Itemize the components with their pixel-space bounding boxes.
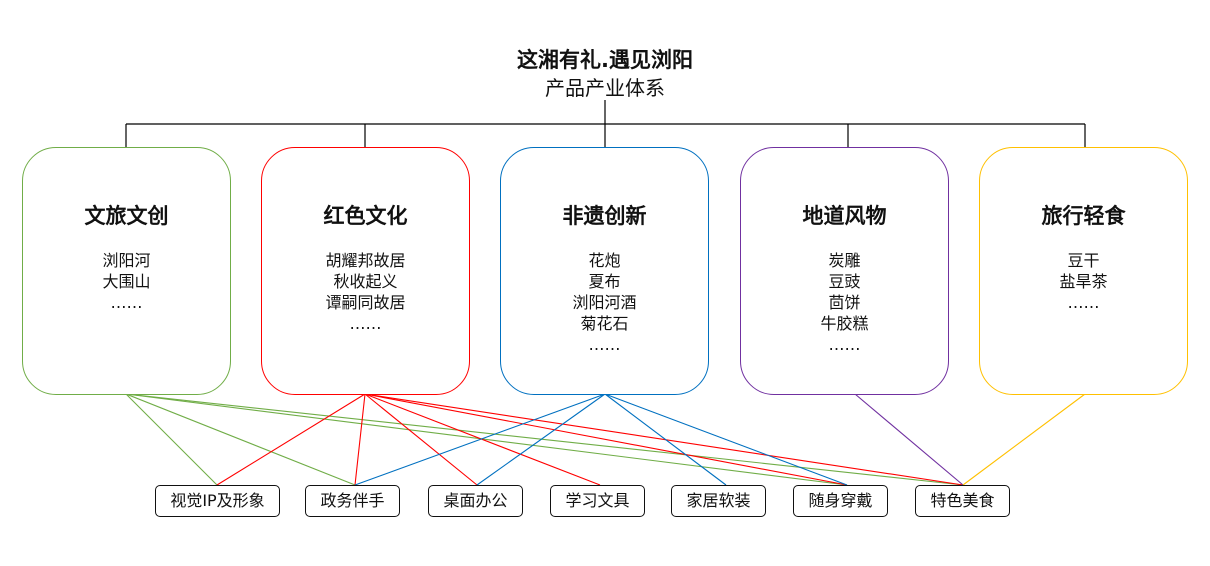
group-item: 牛胶糕: [820, 314, 869, 333]
link-line: [354, 393, 606, 486]
category-box: 特色美食: [915, 485, 1010, 517]
link-line: [364, 393, 964, 486]
category-box: 政务伴手: [305, 485, 400, 517]
link-line: [854, 393, 964, 486]
group-item: 夏布: [588, 272, 621, 291]
category-box: 随身穿戴: [793, 485, 888, 517]
diagram-subtitle: 产品产业体系: [545, 76, 665, 100]
group-item: ……: [110, 293, 143, 312]
group-box: 地道风物炭雕豆豉茴饼牛胶糕 ……: [740, 147, 949, 395]
group-box: 非遗创新花炮夏布浏阳河酒菊花石 ……: [500, 147, 709, 395]
group-item: 菊花石: [580, 314, 629, 333]
group-item: ……: [828, 335, 861, 354]
category-box: 家居软装: [671, 485, 766, 517]
group-item: 茴饼: [828, 293, 861, 312]
category-box: 视觉IP及形象: [155, 485, 280, 517]
group-title: 非遗创新: [562, 204, 647, 228]
link-line: [364, 393, 848, 486]
group-item: 盐旱茶: [1059, 272, 1108, 291]
link-line: [125, 393, 356, 486]
group-item: ……: [588, 335, 621, 354]
link-line: [364, 393, 601, 486]
category-box: 桌面办公: [428, 485, 523, 517]
link-line: [354, 393, 366, 486]
group-item: 豆干: [1067, 251, 1100, 270]
group-title: 红色文化: [323, 204, 408, 228]
link-line: [604, 393, 848, 486]
link-line: [476, 393, 606, 486]
group-item: 秋收起义: [333, 272, 398, 291]
diagram-title: 这湘有礼.遇见浏阳: [517, 48, 693, 72]
group-item: 浏阳河: [102, 251, 151, 270]
group-title: 旅行轻食: [1041, 204, 1126, 228]
group-item: 浏阳河酒: [572, 293, 637, 312]
category-box: 学习文具: [550, 485, 645, 517]
group-item: 豆豉: [828, 272, 861, 291]
link-line: [962, 393, 1086, 486]
group-box: 文旅文创浏阳河大围山 ……: [22, 147, 231, 395]
link-line: [125, 393, 218, 486]
group-box: 红色文化胡耀邦故居秋收起义谭嗣同故居 ……: [261, 147, 470, 395]
link-line: [125, 393, 848, 486]
group-title: 地道风物: [802, 204, 887, 228]
link-line: [216, 393, 366, 486]
group-item: ……: [1067, 293, 1100, 312]
group-item: 大围山: [102, 272, 151, 291]
group-title: 文旅文创: [84, 204, 169, 228]
link-line: [604, 393, 727, 486]
group-item: 炭雕: [828, 251, 861, 270]
link-line: [125, 393, 964, 486]
group-item: ……: [349, 314, 382, 333]
group-box: 旅行轻食豆干盐旱茶 ……: [979, 147, 1188, 395]
group-item: 谭嗣同故居: [325, 293, 406, 312]
group-item: 胡耀邦故居: [325, 251, 406, 270]
group-item: 花炮: [588, 251, 621, 270]
link-line: [364, 393, 478, 486]
